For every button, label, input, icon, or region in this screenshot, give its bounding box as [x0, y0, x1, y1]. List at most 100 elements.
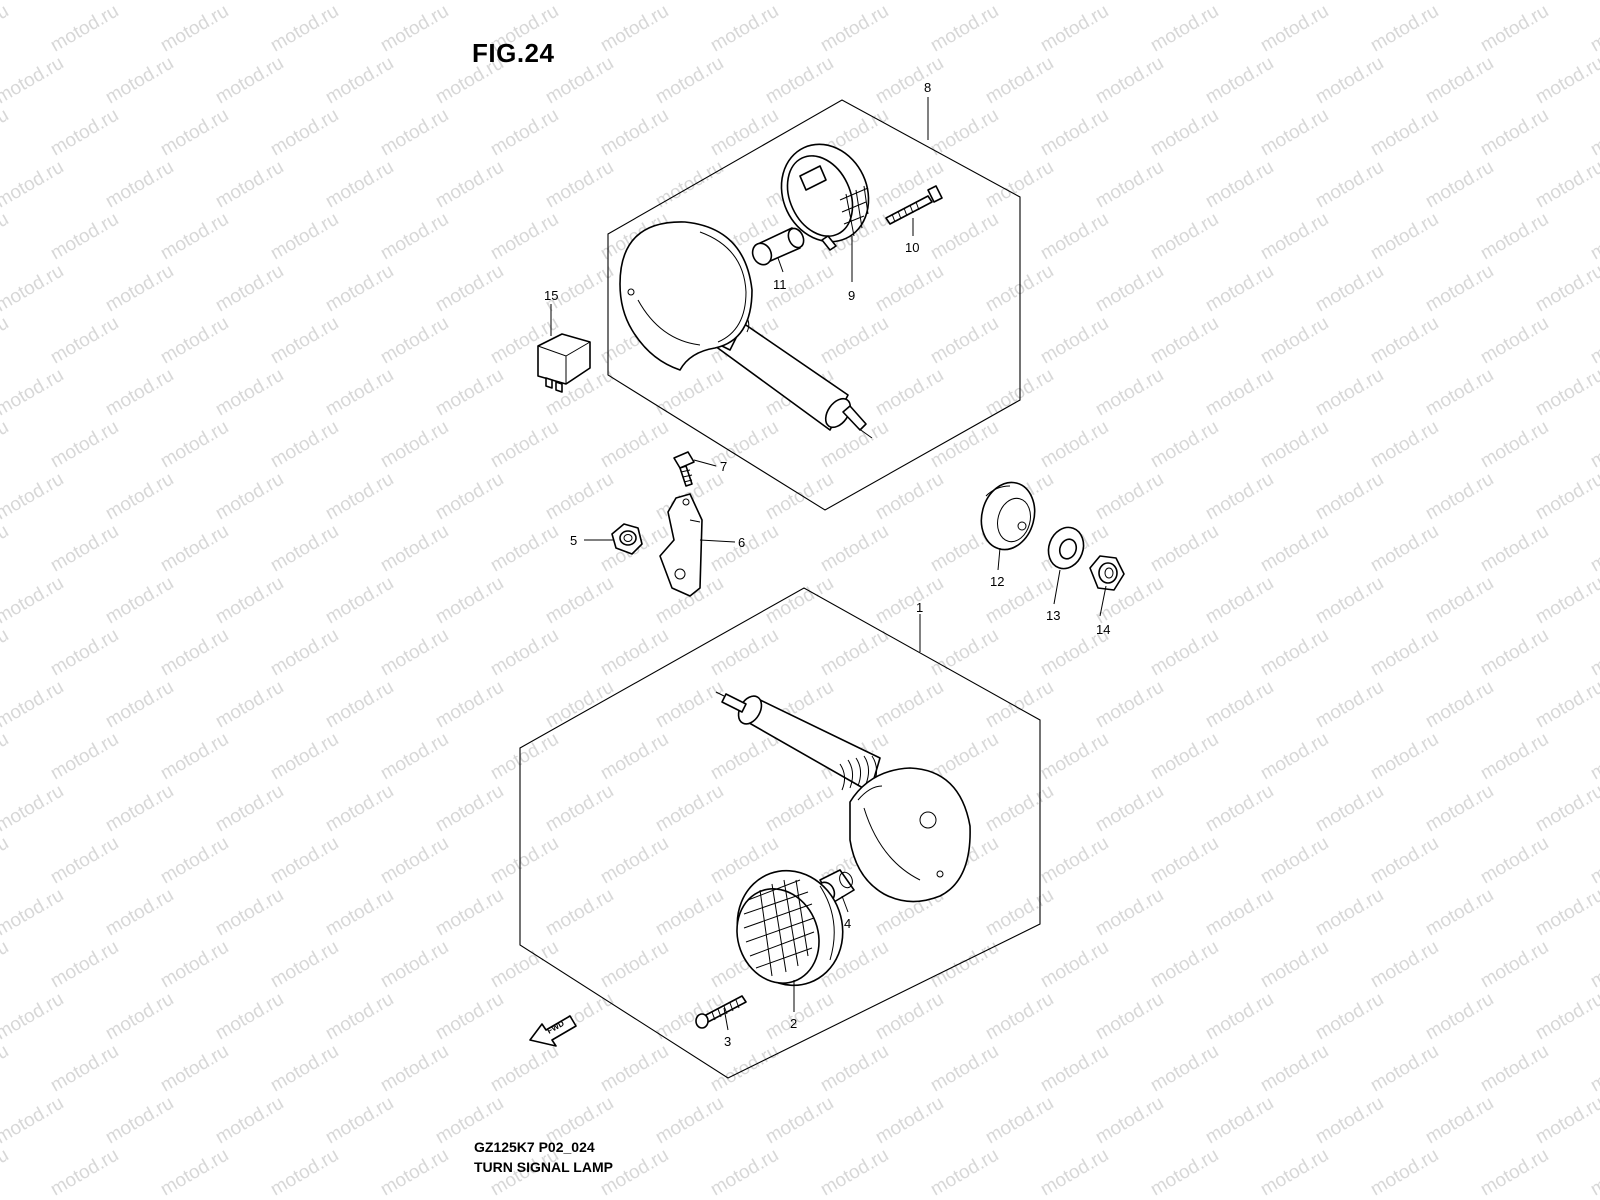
watermark-text: motod.ru: [872, 989, 947, 1045]
watermark-text: motod.ru: [652, 157, 727, 213]
watermark-text: motod.ru: [102, 365, 177, 421]
watermark-text: motod.ru: [1257, 625, 1332, 681]
watermark-text: motod.ru: [597, 937, 672, 993]
watermark-text: motod.ru: [157, 313, 232, 369]
callout-1: 1: [916, 600, 923, 615]
callout-3: 3: [724, 1034, 731, 1049]
watermark-text: motod.ru: [0, 521, 12, 577]
watermark-text: motod.ru: [1092, 885, 1167, 941]
watermark-text: motod.ru: [157, 521, 232, 577]
watermark-text: motod.ru: [1477, 833, 1552, 889]
watermark-text: motod.ru: [707, 625, 782, 681]
lower-assembly-box: [519, 587, 1041, 1079]
watermark-text: motod.ru: [1587, 1145, 1600, 1200]
section-name: TURN SIGNAL LAMP: [474, 1159, 613, 1175]
watermark-text: motod.ru: [0, 313, 12, 369]
model-code: GZ125K7 P02_024: [474, 1139, 595, 1155]
watermark-text: motod.ru: [927, 1041, 1002, 1097]
watermark-text: motod.ru: [322, 365, 397, 421]
watermark-text: motod.ru: [707, 105, 782, 161]
watermark-text: motod.ru: [927, 1, 1002, 57]
watermark-text: motod.ru: [267, 1145, 342, 1200]
watermark-text: motod.ru: [597, 417, 672, 473]
watermark-text: motod.ru: [267, 105, 342, 161]
watermark-text: motod.ru: [212, 1093, 287, 1149]
watermark-text: motod.ru: [1092, 781, 1167, 837]
watermark-text: motod.ru: [762, 53, 837, 109]
watermark-text: motod.ru: [872, 53, 947, 109]
watermark-text: motod.ru: [157, 1, 232, 57]
watermark-text: motod.ru: [1587, 105, 1600, 161]
lamp-bracket: [659, 493, 703, 597]
watermark-text: motod.ru: [817, 1145, 892, 1200]
cushion: [980, 481, 1036, 551]
watermark-text: motod.ru: [1532, 365, 1600, 421]
watermark-text: motod.ru: [927, 209, 1002, 265]
watermark-text: motod.ru: [47, 625, 122, 681]
callout-13: 13: [1046, 608, 1060, 623]
watermark-text: motod.ru: [322, 469, 397, 525]
figure-title: FIG.24: [472, 38, 555, 68]
watermark-text: motod.ru: [267, 1041, 342, 1097]
watermark-text: motod.ru: [1147, 1041, 1222, 1097]
watermark-text: motod.ru: [432, 677, 507, 733]
watermark-text: motod.ru: [212, 573, 287, 629]
watermark-text: motod.ru: [1037, 1145, 1112, 1200]
watermark-text: motod.ru: [1147, 105, 1222, 161]
watermark-text: motod.ru: [597, 833, 672, 889]
watermark-text: motod.ru: [1532, 469, 1600, 525]
watermark-text: motod.ru: [102, 53, 177, 109]
watermark-text: motod.ru: [1202, 469, 1277, 525]
watermark-text: motod.ru: [1202, 53, 1277, 109]
watermark-text: motod.ru: [0, 573, 67, 629]
watermark-text: motod.ru: [1422, 365, 1497, 421]
watermark-text: motod.ru: [1587, 937, 1600, 993]
watermark-text: motod.ru: [47, 417, 122, 473]
watermark-text: motod.ru: [1312, 157, 1387, 213]
watermark-text: motod.ru: [542, 157, 617, 213]
watermark-text: motod.ru: [652, 781, 727, 837]
watermark-text: motod.ru: [1257, 313, 1332, 369]
watermark-text: motod.ru: [322, 989, 397, 1045]
watermark-text: motod.ru: [0, 1145, 12, 1200]
bolt: [673, 451, 695, 487]
watermark-text: motod.ru: [762, 469, 837, 525]
watermark-text: motod.ru: [47, 937, 122, 993]
watermark-text: motod.ru: [1092, 677, 1167, 733]
watermark-text: motod.ru: [432, 781, 507, 837]
watermark-text: motod.ru: [377, 937, 452, 993]
watermark-text: motod.ru: [817, 521, 892, 577]
watermark-text: motod.ru: [1092, 469, 1167, 525]
watermark-text: motod.ru: [157, 105, 232, 161]
watermark-text: motod.ru: [1257, 729, 1332, 785]
watermark-text: motod.ru: [322, 781, 397, 837]
watermark-text: motod.ru: [157, 417, 232, 473]
watermark-text: motod.ru: [487, 209, 562, 265]
watermark-text: motod.ru: [377, 417, 452, 473]
watermark-text: motod.ru: [212, 677, 287, 733]
watermark-text: motod.ru: [1477, 1, 1552, 57]
callout-11: 11: [773, 277, 787, 292]
watermark-text: motod.ru: [0, 937, 12, 993]
watermark-text: motod.ru: [0, 625, 12, 681]
watermark-text: motod.ru: [47, 521, 122, 577]
watermark-text: motod.ru: [1532, 885, 1600, 941]
watermark-text: motod.ru: [542, 677, 617, 733]
watermark-text: motod.ru: [652, 885, 727, 941]
callout-9: 9: [848, 288, 855, 303]
watermark-text: motod.ru: [1202, 261, 1277, 317]
watermark-text: motod.ru: [157, 833, 232, 889]
watermark-text: motod.ru: [542, 885, 617, 941]
watermark-text: motod.ru: [817, 1, 892, 57]
watermark-text: motod.ru: [1532, 677, 1600, 733]
watermark-text: motod.ru: [102, 157, 177, 213]
watermark-text: motod.ru: [1202, 573, 1277, 629]
watermark-text: motod.ru: [0, 53, 67, 109]
watermark-text: motod.ru: [652, 53, 727, 109]
watermark-text: motod.ru: [817, 1041, 892, 1097]
watermark-text: motod.ru: [1312, 1093, 1387, 1149]
watermark-text: motod.ru: [1037, 833, 1112, 889]
watermark-text: motod.ru: [157, 209, 232, 265]
watermark-text: motod.ru: [1037, 1041, 1112, 1097]
watermark-text: motod.ru: [432, 469, 507, 525]
